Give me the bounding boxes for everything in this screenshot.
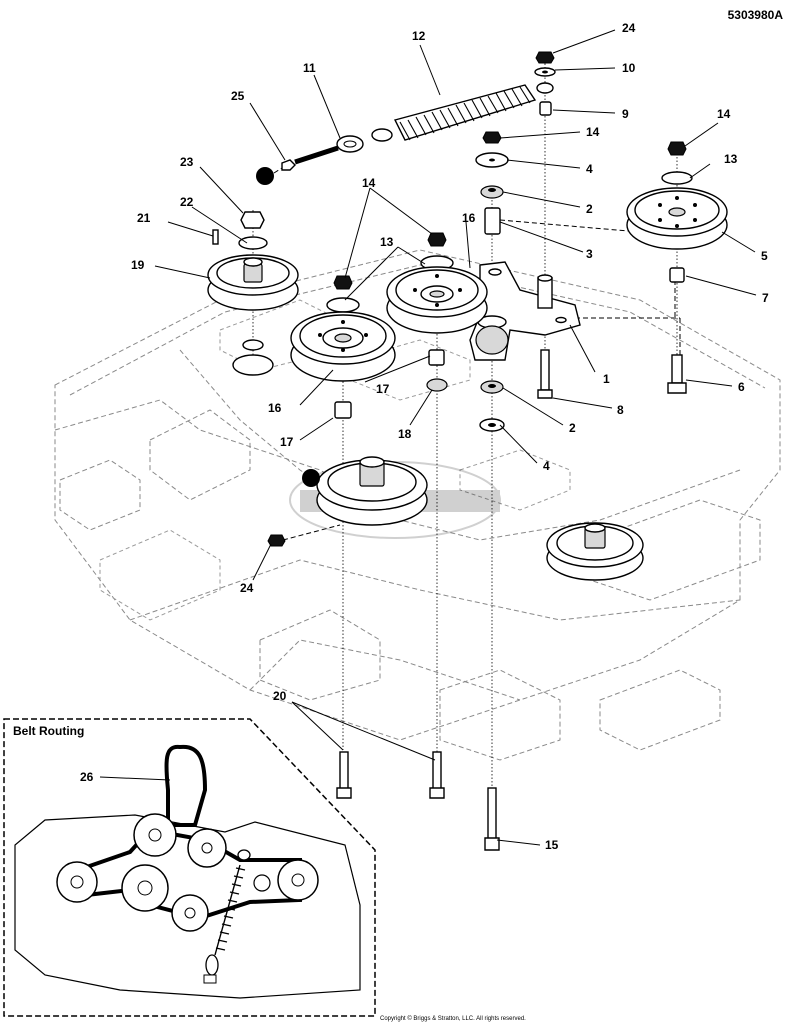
callout-13-right: 13 xyxy=(724,152,738,166)
callout-9: 9 xyxy=(622,107,629,121)
idler-arm-stack-bottom xyxy=(479,380,505,432)
ref-marker-a-bottom: A xyxy=(302,469,320,487)
idler-pulley-right xyxy=(626,141,728,394)
belt-routing-inset: Belt Routing 26 xyxy=(3,718,376,1017)
copyright-notice: Copyright © Briggs & Stratton, LLC. All … xyxy=(380,1016,526,1022)
callout-10: 10 xyxy=(622,61,636,75)
idler-pulley-center-right xyxy=(386,232,488,392)
belt-inset-pulleys xyxy=(56,813,319,932)
callout-2-bottom: 2 xyxy=(569,421,576,435)
leader-lines xyxy=(154,29,757,846)
spindle-pulley-center xyxy=(316,456,428,526)
idler-arm xyxy=(469,261,581,361)
callout-20: 20 xyxy=(273,689,287,703)
callout-12: 12 xyxy=(412,29,426,43)
callout-14-center: 14 xyxy=(362,176,376,190)
callout-22: 22 xyxy=(180,195,194,209)
callout-6: 6 xyxy=(738,380,745,394)
callout-14-arm: 14 xyxy=(586,125,600,139)
diagram-part-number: 5303980A xyxy=(727,8,783,22)
callout-17-center: 17 xyxy=(376,382,390,396)
callout-5: 5 xyxy=(761,249,768,263)
callout-26: 26 xyxy=(80,770,94,784)
ref-marker-a-top: A xyxy=(256,167,283,185)
callout-13-center: 13 xyxy=(380,235,394,249)
bolt-8 xyxy=(537,349,553,399)
drive-pulley-left xyxy=(207,211,299,376)
nut-25 xyxy=(281,159,296,171)
idler-arm-stack-top xyxy=(475,131,509,235)
callout-19: 19 xyxy=(131,258,145,272)
nut-24-lower xyxy=(267,534,286,547)
idler-pulley-center-left xyxy=(290,275,396,419)
assembly-axes xyxy=(252,60,681,830)
belt-routing-title: Belt Routing xyxy=(13,724,84,738)
callout-21: 21 xyxy=(137,211,151,225)
callout-11: 11 xyxy=(303,61,316,75)
callout-24-top: 24 xyxy=(622,21,636,35)
callout-2-top: 2 xyxy=(586,202,593,216)
callout-4-bottom: 4 xyxy=(543,459,550,473)
tension-spring xyxy=(371,82,554,142)
callout-1: 1 xyxy=(603,372,610,386)
callout-7: 7 xyxy=(762,291,769,305)
eyebolt xyxy=(294,135,364,165)
svg-text:A: A xyxy=(307,473,315,485)
callout-23: 23 xyxy=(180,155,194,169)
callout-17-left: 17 xyxy=(280,435,294,449)
callout-4-top: 4 xyxy=(586,162,593,176)
callout-24-bottom: 24 xyxy=(240,581,254,595)
bolts-lower xyxy=(336,751,500,851)
belt-inset-spring xyxy=(214,864,246,956)
callout-25: 25 xyxy=(231,89,245,103)
callout-14-right: 14 xyxy=(717,107,731,121)
spring-anchor-hardware xyxy=(534,51,556,116)
callout-18: 18 xyxy=(398,427,412,441)
callout-3: 3 xyxy=(586,247,593,261)
callout-8: 8 xyxy=(617,403,624,417)
callout-16-top: 16 xyxy=(462,211,476,225)
callout-15: 15 xyxy=(545,838,559,852)
svg-text:A: A xyxy=(261,171,269,183)
callout-16-left: 16 xyxy=(268,401,282,415)
callout-numbers: 24 10 12 11 25 9 14 4 2 23 22 21 19 14 1… xyxy=(131,21,769,852)
spindle-pulley-right xyxy=(546,522,644,581)
